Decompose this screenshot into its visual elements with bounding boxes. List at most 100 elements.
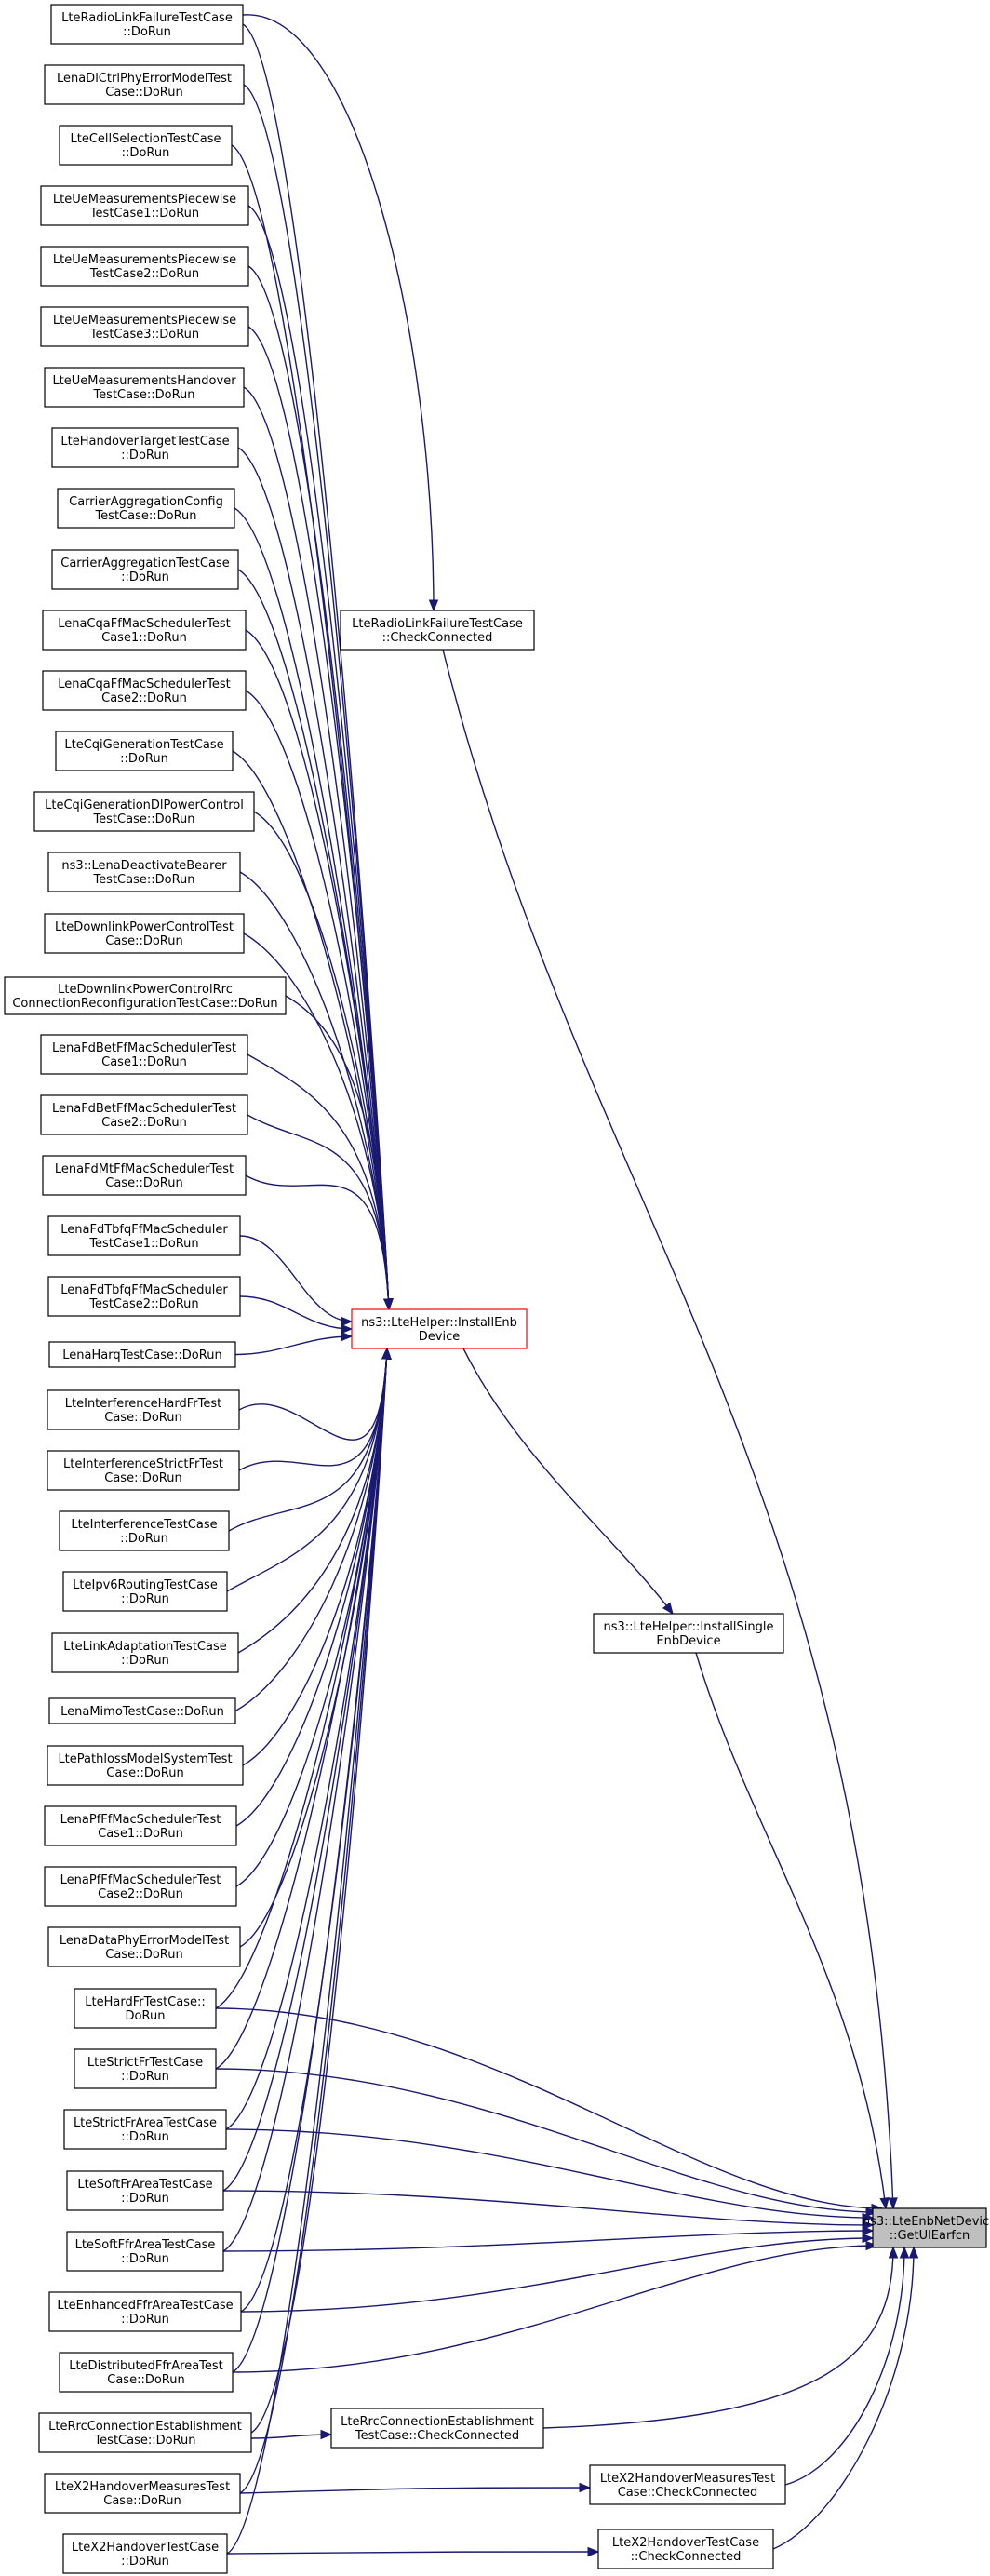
node-intf[interactable]: LteInterferenceTestCase::DoRun: [59, 1510, 230, 1551]
node-box-strictfr[interactable]: [74, 2048, 217, 2089]
node-linkad[interactable]: LteLinkAdaptationTestCase::DoRun: [51, 1632, 239, 1673]
node-softfrarea[interactable]: LteSoftFrAreaTestCase::DoRun: [66, 2170, 224, 2211]
node-box-distffr[interactable]: [59, 2352, 234, 2393]
node-box-strictfrarea[interactable]: [63, 2109, 227, 2150]
node-strictfrarea[interactable]: LteStrictFrAreaTestCase::DoRun: [63, 2109, 227, 2150]
node-box-cqaff2[interactable]: [42, 670, 247, 711]
node-box-intfhard[interactable]: [47, 1389, 240, 1430]
node-enhffr[interactable]: LteEnhancedFfrAreaTestCase::DoRun: [48, 2291, 242, 2332]
node-strictfr[interactable]: LteStrictFrTestCase::DoRun: [74, 2048, 217, 2089]
node-rrcest[interactable]: LteRrcConnectionEstablishmentTestCase::D…: [38, 2412, 252, 2453]
node-box-cqigendl[interactable]: [33, 791, 255, 832]
node-rlf_dorun[interactable]: LteRadioLinkFailureTestCase::DoRun: [50, 4, 244, 45]
node-box-caconfig[interactable]: [57, 488, 235, 529]
node-box-hotarget[interactable]: [51, 427, 239, 468]
node-box-x2meas[interactable]: [44, 2473, 241, 2514]
node-uemp1[interactable]: LteUeMeasurementsPiecewiseTestCase1::DoR…: [40, 185, 249, 226]
node-box-uemp2[interactable]: [40, 246, 249, 287]
node-box-rrcest_check[interactable]: [330, 2408, 544, 2449]
node-cqigendl[interactable]: LteCqiGenerationDlPowerControlTestCase::…: [33, 791, 255, 832]
node-box-x2ho_check[interactable]: [597, 2529, 774, 2569]
node-box-harq[interactable]: [48, 1341, 236, 1368]
node-box-cellsel[interactable]: [59, 125, 233, 166]
node-box-dlctrl[interactable]: [44, 64, 245, 105]
node-rrcest_check[interactable]: LteRrcConnectionEstablishmentTestCase::C…: [330, 2408, 544, 2449]
node-softffrarea[interactable]: LteSoftFfrAreaTestCase::DoRun: [66, 2231, 224, 2272]
node-rlf_check[interactable]: LteRadioLinkFailureTestCase::CheckConnec…: [340, 610, 535, 651]
node-dlpcrrc[interactable]: LteDownlinkPowerControlRrcConnectionReco…: [4, 976, 287, 1015]
node-cqigen[interactable]: LteCqiGenerationTestCase::DoRun: [55, 731, 234, 771]
node-uemp3[interactable]: LteUeMeasurementsPiecewiseTestCase3::DoR…: [40, 306, 249, 347]
node-box-rlf_check[interactable]: [340, 610, 535, 651]
node-x2ho[interactable]: LteX2HandoverTestCase::DoRun: [62, 2533, 228, 2574]
node-box-rlf_dorun[interactable]: [50, 4, 244, 45]
node-box-target[interactable]: [872, 2207, 987, 2248]
node-box-uemp1[interactable]: [40, 185, 249, 226]
node-box-uemp3[interactable]: [40, 306, 249, 347]
node-harq[interactable]: LenaHarqTestCase::DoRun: [48, 1341, 236, 1368]
node-box-install[interactable]: [351, 1308, 528, 1349]
node-box-cqigen[interactable]: [55, 731, 234, 771]
node-box-intfstrict[interactable]: [47, 1450, 240, 1491]
node-catest[interactable]: CarrierAggregationTestCase::DoRun: [51, 549, 239, 590]
node-box-softffrarea[interactable]: [66, 2231, 224, 2272]
node-box-fdmt[interactable]: [42, 1155, 247, 1196]
node-box-dataphy[interactable]: [47, 1926, 241, 1967]
node-box-single[interactable]: [593, 1613, 784, 1654]
node-box-deact[interactable]: [47, 852, 241, 892]
node-box-x2ho[interactable]: [62, 2533, 228, 2574]
node-box-pff1[interactable]: [44, 1805, 237, 1846]
node-box-ipv6[interactable]: [62, 1571, 228, 1612]
node-box-enhffr[interactable]: [48, 2291, 242, 2332]
node-box-x2meas_check[interactable]: [589, 2464, 786, 2505]
node-box-softfrarea[interactable]: [66, 2170, 224, 2211]
node-box-fdbet2[interactable]: [40, 1094, 248, 1135]
node-box-mimo[interactable]: [48, 1697, 236, 1724]
node-box-cqaff1[interactable]: [42, 610, 247, 651]
node-box-linkad[interactable]: [51, 1632, 239, 1673]
node-box-pathloss[interactable]: [47, 1745, 244, 1786]
node-hardfr[interactable]: LteHardFrTestCase::DoRun: [74, 1988, 217, 2029]
node-box-catest[interactable]: [51, 549, 239, 590]
node-x2ho_check[interactable]: LteX2HandoverTestCase::CheckConnected: [597, 2529, 774, 2569]
node-box-fdtbfq2[interactable]: [47, 1276, 241, 1317]
node-box-uemho[interactable]: [44, 367, 245, 408]
node-box-pff2[interactable]: [44, 1866, 237, 1907]
node-mimo[interactable]: LenaMimoTestCase::DoRun: [48, 1697, 236, 1724]
node-x2meas_check[interactable]: LteX2HandoverMeasuresTestCase::CheckConn…: [589, 2464, 786, 2505]
node-box-intf[interactable]: [59, 1510, 230, 1551]
node-ipv6[interactable]: LteIpv6RoutingTestCase::DoRun: [62, 1571, 228, 1612]
node-box-fdtbfq1[interactable]: [47, 1215, 241, 1256]
node-uemp2[interactable]: LteUeMeasurementsPiecewiseTestCase2::DoR…: [40, 246, 249, 287]
node-target[interactable]: ns3::LteEnbNetDevice::GetUlEarfcn: [863, 2207, 990, 2248]
node-box-dlpc[interactable]: [44, 913, 245, 954]
node-box-dlpcrrc[interactable]: [4, 976, 287, 1015]
node-box-hardfr[interactable]: [74, 1988, 217, 2029]
node-box-rrcest[interactable]: [38, 2412, 252, 2453]
node-cellsel[interactable]: LteCellSelectionTestCase::DoRun: [59, 125, 233, 166]
node-box-fdbet1[interactable]: [40, 1034, 248, 1075]
node-hotarget[interactable]: LteHandoverTargetTestCase::DoRun: [51, 427, 239, 468]
